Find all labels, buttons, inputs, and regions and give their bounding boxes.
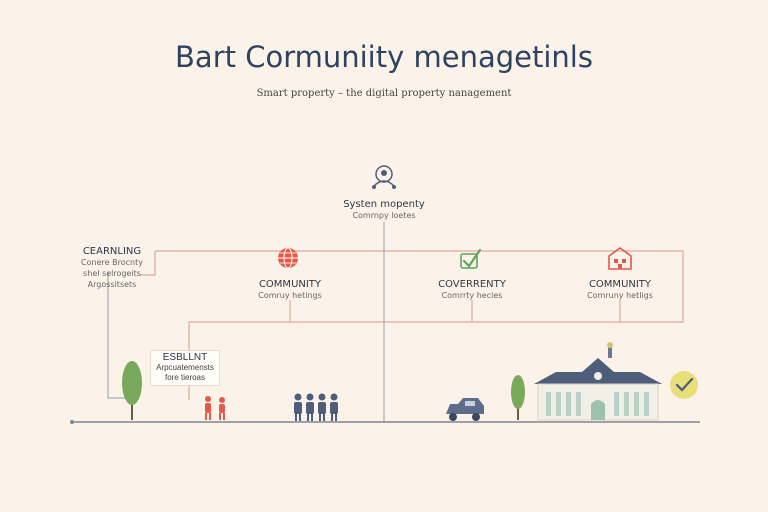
- info-card-line: Arpcuatemensts: [156, 363, 214, 372]
- check-badge-icon: [670, 371, 698, 399]
- node-subtitle: Comruny hetligs: [587, 291, 653, 300]
- left-node-line: Argossitsets: [87, 280, 137, 289]
- page-title: Bart Cormuniity menagetinls: [175, 40, 593, 74]
- user-network-icon: [372, 165, 396, 189]
- node-label-community-2: COMMUNITY Comruny hetligs: [568, 279, 672, 301]
- info-card-line: fore tieroas: [164, 373, 206, 382]
- left-node-line: Conere Brocnty: [81, 258, 143, 267]
- people-red-icon: [205, 396, 225, 420]
- car-icon: [446, 398, 484, 421]
- node-subtitle: Comrrty hecles: [441, 291, 503, 300]
- community-building-icon: [534, 342, 662, 421]
- page-subtitle: Smart property – the digital property na…: [256, 88, 512, 99]
- top-node-label: Systen mopenty Comrnpy loetes: [324, 199, 444, 221]
- people-group-icon: [294, 393, 338, 421]
- left-node-line: shel selrogeits: [83, 269, 141, 278]
- building-icon: [608, 247, 632, 270]
- node-title: COVERRENTY: [438, 279, 506, 290]
- node-title: COMMUNITY: [258, 279, 322, 290]
- ground-dot: [70, 420, 74, 424]
- top-node-title: Systen mopenty: [343, 199, 425, 210]
- check-icon: [460, 248, 482, 269]
- node-label-coverrenty: COVERRENTY Comrrty hecles: [420, 279, 524, 301]
- connector-lines: [140, 250, 684, 400]
- node-title: COMMUNITY: [588, 279, 652, 290]
- node-subtitle: Comruy hetings: [258, 291, 322, 300]
- node-label-community-1: COMMUNITY Comruy hetings: [238, 279, 342, 301]
- tree-icon: [122, 361, 142, 420]
- left-stem: [107, 272, 128, 399]
- info-card-title: ESBLLNT: [162, 352, 208, 363]
- left-node-label: CEARNLING Conere Brocnty shel selrogeits…: [64, 246, 160, 290]
- left-node-title: CEARNLING: [82, 246, 142, 257]
- info-card: ESBLLNT Arpcuatemensts fore tieroas: [150, 350, 220, 386]
- globe-icon: [278, 247, 298, 269]
- top-node-subtitle: Comrnpy loetes: [352, 211, 416, 220]
- tree-small-icon: [511, 375, 525, 420]
